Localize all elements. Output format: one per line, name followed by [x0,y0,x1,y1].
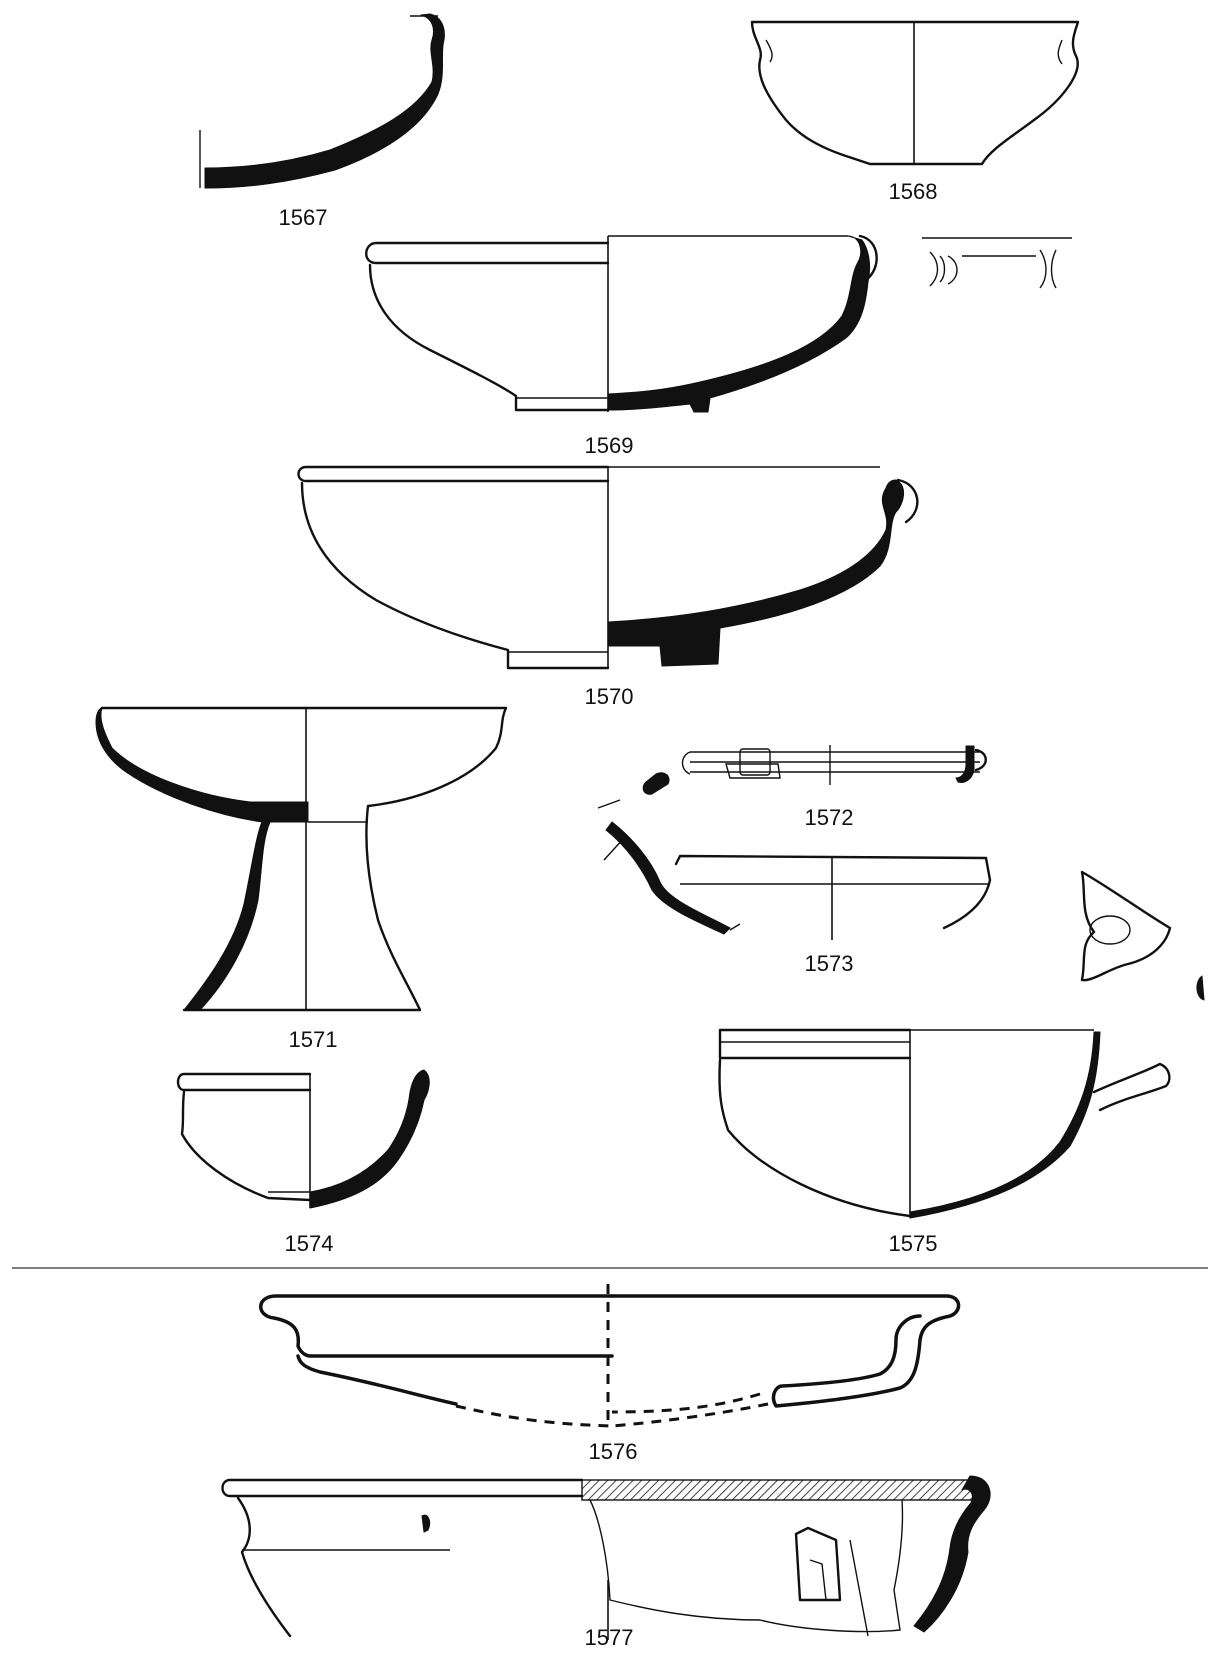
vessel-1577-drawing [221,1475,991,1640]
label-1576: 1576 [588,1439,638,1464]
label-1577: 1577 [584,1625,634,1650]
vessel-1569-handle-view [922,237,1072,289]
label-1570: 1570 [584,684,634,709]
vessel-1569-drawing [365,234,878,413]
vessel-1568-drawing [750,20,1080,166]
label-1567: 1567 [278,205,328,230]
vessel-1573-drawing [597,772,992,940]
vessel-1567-drawing [199,13,445,189]
label-1573: 1573 [804,951,854,976]
label-1574: 1574 [284,1231,334,1256]
vessel-1576-drawing [259,1284,961,1428]
vessel-1574-drawing [176,1069,430,1209]
vessel-1570-drawing [297,465,919,670]
vessel-1572-drawing [681,745,987,785]
lug-detail-view [1080,870,1205,1001]
label-1568: 1568 [888,179,938,204]
label-1575: 1575 [888,1231,938,1256]
label-1572: 1572 [804,805,854,830]
label-1569: 1569 [584,433,634,458]
vessel-1575-drawing [718,1028,1171,1219]
label-1571: 1571 [288,1027,338,1052]
vessel-1571-drawing [95,706,508,1012]
